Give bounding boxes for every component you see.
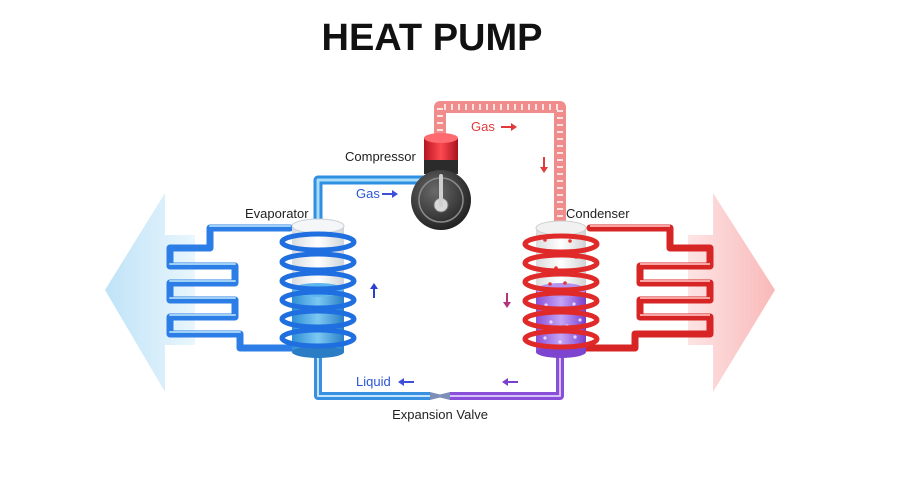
- compressor-unit: [411, 133, 471, 230]
- label-condenser: Condenser: [566, 206, 630, 221]
- warm-air-arrow-right: [688, 193, 775, 392]
- liquid-pipe-valve-to-evaporator: [314, 355, 430, 400]
- label-compressor: Compressor: [345, 149, 416, 164]
- label-liquid: Liquid: [356, 374, 391, 389]
- label-expansion-valve: Expansion Valve: [392, 407, 488, 422]
- diagram-title: HEAT PUMP: [322, 17, 543, 59]
- arrow-left-icon: [502, 378, 518, 386]
- gas-pipe-evaporator-to-compressor: [313, 175, 428, 222]
- arrow-right-icon: [501, 123, 517, 131]
- hot-gas-pipe-compressor-to-condenser: [434, 101, 566, 228]
- evaporator-coil: [279, 231, 357, 349]
- condenser-serpentine-highlight: [590, 225, 710, 316]
- label-gas-top: Gas: [471, 119, 495, 134]
- label-gas-left: Gas: [356, 186, 380, 201]
- condenser-serpentine-pipe: [576, 224, 714, 352]
- expansion-valve: [430, 392, 450, 400]
- liquid-pipe-condenser-to-valve: [450, 350, 564, 400]
- arrow-down-icon: [540, 157, 548, 173]
- arrow-right-icon: [382, 190, 398, 198]
- evaporator-serpentine-pipe: [166, 224, 304, 352]
- cold-air-arrow-left: [105, 193, 195, 392]
- evaporator-serpentine-highlight: [169, 225, 291, 333]
- condenser-coil: [522, 233, 600, 350]
- arrow-up-icon: [370, 283, 378, 298]
- arrow-down-icon: [503, 293, 511, 308]
- arrow-left-icon: [398, 378, 414, 386]
- label-evaporator: Evaporator: [245, 206, 309, 221]
